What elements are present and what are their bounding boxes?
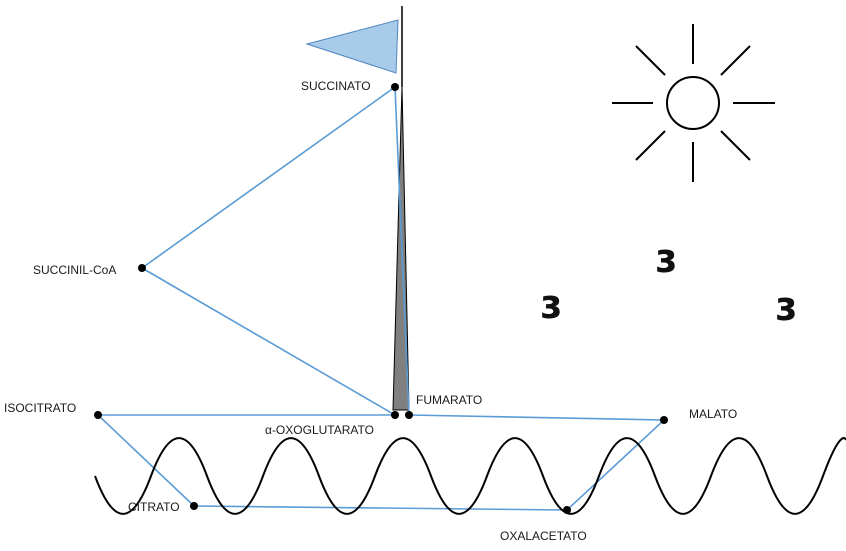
label-oxoglutarato: α-OXOGLUTARATO <box>265 423 374 437</box>
cycle-nodes <box>94 83 668 514</box>
node-oxalacetato <box>563 506 571 514</box>
edge-malato-fumarato <box>408 414 665 421</box>
sun-ray <box>635 130 666 161</box>
label-isocitrato: ISOCITRATO <box>4 401 76 415</box>
sun-ray <box>635 45 666 76</box>
edge-succinil_coa-oxoglutarato <box>141 267 396 416</box>
node-citrato <box>190 502 198 510</box>
label-fumarato: FUMARATO <box>416 393 482 407</box>
cycle-edges <box>97 86 665 511</box>
node-malato <box>660 416 668 424</box>
edge-isocitrato-citrato <box>97 414 195 507</box>
label-oxalacetato: OXALACETATO <box>500 529 587 543</box>
flag-icon <box>305 19 399 74</box>
wave-icon <box>94 437 846 515</box>
bird-icon: ɜ <box>655 236 677 282</box>
label-citrato: CITRATO <box>128 500 180 514</box>
node-isocitrato <box>94 411 102 419</box>
edge-citrato-oxalacetato <box>193 505 568 511</box>
edge-oxalacetato-malato <box>566 419 665 511</box>
node-succinato <box>391 83 399 91</box>
sun-ray <box>720 45 751 76</box>
edge-fumarato-succinato <box>394 86 410 416</box>
label-malato: MALATO <box>689 407 737 421</box>
edge-succinato-succinil_coa <box>141 86 396 269</box>
node-succinil_coa <box>138 264 146 272</box>
sun-icon <box>612 24 775 182</box>
node-oxoglutarato <box>391 411 399 419</box>
label-succinato: SUCCINATO <box>301 79 371 93</box>
sun-ray <box>720 130 751 161</box>
sun-disc <box>666 76 720 130</box>
bird-icon: ɜ <box>775 284 797 330</box>
node-fumarato <box>405 411 413 419</box>
bird-icon: ɜ <box>540 282 562 328</box>
label-succinil-coa: SUCCINIL-CoA <box>33 263 116 277</box>
